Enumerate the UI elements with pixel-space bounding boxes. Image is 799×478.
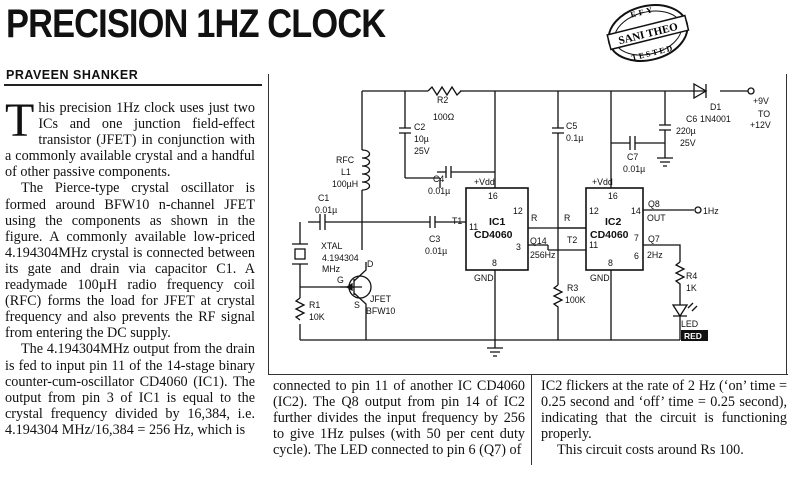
ic1-pin11: 11 (469, 222, 478, 232)
c7-label: C7 (627, 152, 638, 162)
jfet-part: BFW10 (366, 306, 395, 316)
ic2-pin8: 8 (608, 258, 613, 268)
article-title: PRECISION 1HZ CLOCK (6, 2, 386, 46)
c3-label: C3 (429, 234, 440, 244)
r4-value: 1K (686, 283, 697, 293)
byline-rule (4, 84, 262, 86)
l1-label: L1 (341, 167, 351, 177)
reset-label-1: R (531, 213, 537, 223)
rfc-label: RFC (336, 155, 355, 165)
c2-value-2: 25V (414, 146, 430, 156)
c2-value-1: 10µ (414, 134, 429, 144)
jfet-gate-label: G (337, 275, 344, 285)
l1-value: 100µH (332, 179, 358, 189)
ic1-part: CD4060 (474, 229, 513, 241)
ic2-pin11: 11 (589, 240, 598, 250)
ic2-pin16: 16 (608, 191, 618, 201)
led-label: LED (681, 319, 698, 329)
c7-value: 0.01µ (623, 164, 645, 174)
figure-border-right (786, 74, 787, 374)
c2-label: C2 (414, 122, 425, 132)
ic1-pin8: 8 (492, 258, 497, 268)
ic2-label: IC2 (605, 216, 622, 228)
dropcap: T (5, 94, 35, 147)
out-label: OUT (647, 213, 666, 223)
ic2-gnd: GND (590, 273, 610, 283)
column-divider (268, 74, 269, 374)
r1-value: 10K (309, 312, 325, 322)
jfet-label: JFET (370, 294, 392, 304)
c6-label: C6 (686, 114, 697, 124)
r1-label: R1 (309, 300, 320, 310)
paragraph-3: The 4.194304MHz output from the drain is… (5, 341, 255, 438)
d1-value: 1N4001 (700, 114, 731, 124)
ic2-pin12: 12 (589, 206, 599, 216)
jfet-drain-label: D (367, 259, 373, 269)
hz2-label: 2Hz (647, 250, 663, 260)
paragraph-col3-2: This circuit costs around Rs 100. (557, 442, 744, 459)
ic1-pin3: 3 (516, 242, 521, 252)
c5-value: 0.1µ (566, 133, 583, 143)
author-byline: PRAVEEN SHANKER (6, 68, 139, 82)
column-divider-2 (531, 375, 532, 465)
ic2-pin6: 6 (634, 251, 639, 261)
d1-label: D1 (710, 102, 721, 112)
ic2-vdd: +Vdd (592, 177, 613, 187)
ic1-gnd: GND (474, 273, 494, 283)
led-color-label: RED (684, 331, 702, 341)
ic2-pin7: 7 (634, 233, 639, 243)
paragraph-1-text: his precision 1Hz clock uses just two IC… (5, 100, 255, 181)
supply-label-1: +9V (753, 96, 769, 106)
ic1-pin12: 12 (513, 206, 523, 216)
xtal-value-2: MHz (322, 264, 340, 274)
tested-stamp: EFY SANI THEO TESTED (606, 4, 690, 63)
article-column-2: connected to pin 11 of another IC CD4060… (273, 378, 525, 459)
ic2-part: CD4060 (590, 229, 629, 241)
paragraph-2: The Pierce-type crystal oscillator is fo… (5, 180, 255, 342)
c3-value: 0.01µ (425, 246, 447, 256)
reset-label-2: R (564, 213, 570, 223)
r3-label: R3 (567, 283, 578, 293)
ic1-vdd: +Vdd (474, 177, 495, 187)
q7-label: Q7 (648, 234, 660, 244)
r3-value: 100K (565, 295, 586, 305)
c6-value-2: 25V (680, 138, 696, 148)
ic2-pin14: 14 (631, 206, 641, 216)
r2-label: R2 (437, 95, 448, 105)
hz256-label: 256Hz (530, 250, 555, 260)
q8-label: Q8 (648, 199, 660, 209)
c1-value: 0.01µ (315, 205, 337, 215)
supply-label-3: +12V (750, 120, 771, 130)
c1-label: C1 (318, 193, 329, 203)
ic1-label: IC1 (489, 216, 506, 228)
xtal-value-1: 4.194304 (322, 253, 359, 263)
c4-label: C4 (433, 174, 444, 184)
paragraph-col3-1: IC2 flickers at the rate of 2 Hz (‘on’ t… (541, 378, 787, 443)
c5-label: C5 (566, 121, 577, 131)
c6-value-1: 220µ (676, 126, 696, 136)
t1-label: T1 (452, 216, 462, 226)
ic1-pin16: 16 (488, 191, 498, 201)
t2-label: T2 (567, 235, 577, 245)
c4-value: 0.01µ (428, 186, 450, 196)
jfet-source-label: S (354, 300, 360, 310)
r4-label: R4 (686, 271, 697, 281)
article-column-3: IC2 flickers at the rate of 2 Hz (‘on’ t… (541, 378, 787, 458)
circuit-schematic: R2 100Ω D1 1N4001 +9V TO +12V C2 10µ 25V… (292, 82, 771, 357)
figure-border-bottom (268, 374, 788, 375)
r2-value: 100Ω (433, 112, 455, 122)
q14-label: Q14 (530, 236, 547, 246)
xtal-label: XTAL (321, 241, 342, 251)
hz1-label: 1Hz (703, 206, 719, 216)
supply-label-2: TO (758, 109, 770, 119)
